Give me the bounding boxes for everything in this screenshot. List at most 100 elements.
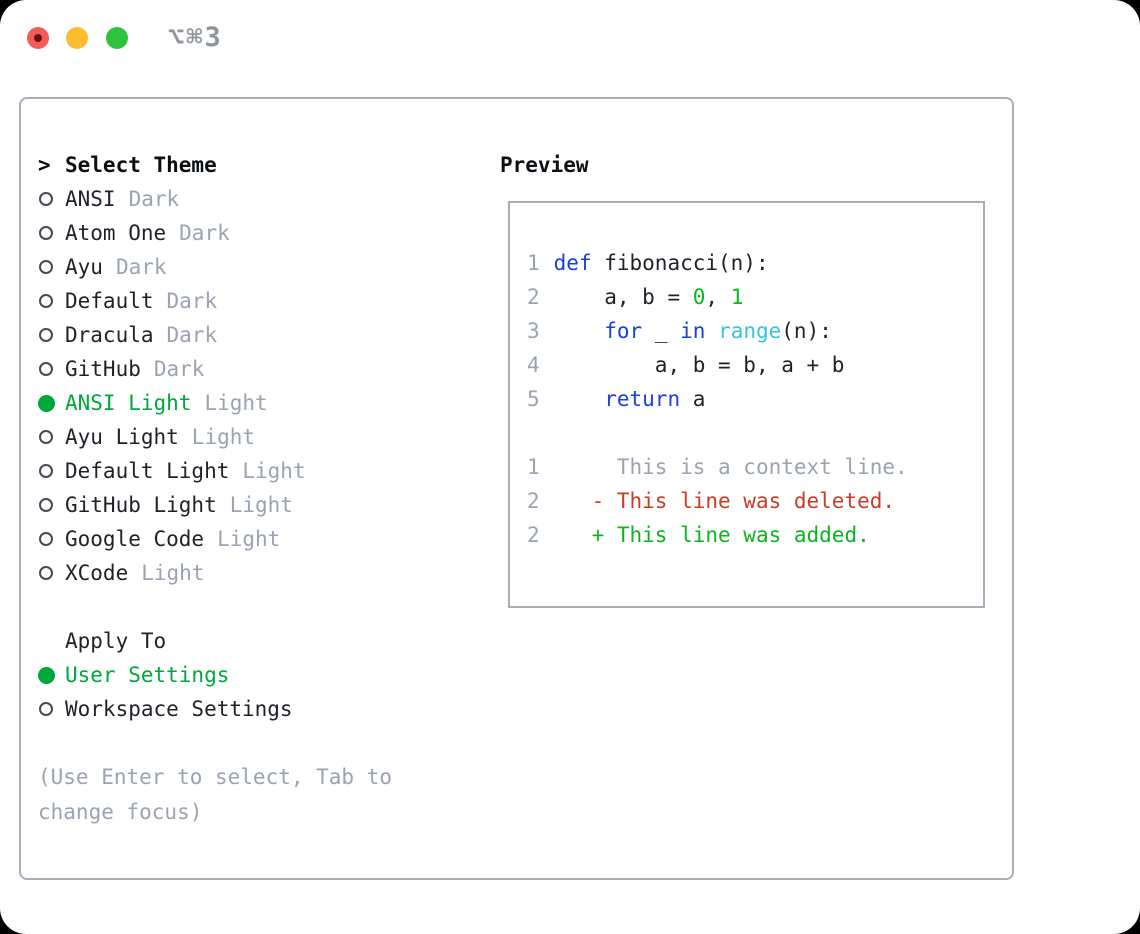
theme-option-label: Ayu Light bbox=[65, 425, 179, 449]
window-title-shortcut: ⌥⌘3 bbox=[168, 22, 223, 53]
radio-icon bbox=[39, 430, 53, 444]
code-token: 0 bbox=[692, 285, 706, 309]
theme-variant-label: Dark bbox=[166, 323, 218, 347]
code-line: 1 This is a context line. bbox=[527, 455, 983, 489]
select-theme-header-label: Select Theme bbox=[65, 153, 217, 177]
code-token: range bbox=[718, 319, 782, 343]
selected-radio-icon bbox=[38, 394, 55, 412]
code-token: + This line was added. bbox=[553, 523, 870, 547]
code-token: _ bbox=[642, 319, 681, 343]
code-line: 4 a, b = b, a + b bbox=[527, 353, 983, 387]
theme-option-label: GitHub bbox=[65, 357, 141, 381]
code-token: (n): bbox=[781, 319, 832, 343]
radio-icon bbox=[39, 566, 53, 580]
apply-option-label: Workspace Settings bbox=[65, 697, 293, 721]
line-number: 4 bbox=[527, 353, 540, 377]
spacer bbox=[38, 590, 488, 624]
code-token: , bbox=[705, 285, 731, 309]
theme-option-label: Default Light bbox=[65, 459, 230, 483]
code-token bbox=[554, 319, 605, 343]
focus-caret: > bbox=[38, 153, 51, 177]
preview-header-label: Preview bbox=[500, 153, 589, 177]
spacer bbox=[38, 726, 488, 760]
close-button[interactable] bbox=[27, 27, 49, 49]
code-line: 2 - This line was deleted. bbox=[527, 489, 983, 523]
code-token: a, b = bbox=[553, 285, 693, 309]
code-token: fibonacci(n): bbox=[591, 251, 769, 275]
code-line: 2 a, b = 0, 1 bbox=[527, 285, 983, 319]
theme-option-dracula[interactable]: Dracula Dark bbox=[38, 318, 488, 352]
code-token: for bbox=[604, 319, 643, 343]
radio-icon bbox=[39, 260, 53, 274]
radio-icon bbox=[39, 464, 53, 478]
theme-variant-label: Light bbox=[141, 561, 205, 585]
radio-icon bbox=[39, 498, 53, 512]
radio-icon bbox=[39, 192, 53, 206]
code-token bbox=[705, 319, 718, 343]
minimize-button[interactable] bbox=[66, 27, 88, 49]
theme-option-atom-one[interactable]: Atom One Dark bbox=[38, 216, 488, 250]
code-token bbox=[554, 387, 605, 411]
code-token: - This line was deleted. bbox=[553, 489, 896, 513]
line-number: 2 bbox=[527, 489, 540, 513]
code-token: This is a context line. bbox=[553, 455, 908, 479]
theme-option-label: Atom One bbox=[65, 221, 167, 245]
theme-option-xcode[interactable]: XCode Light bbox=[38, 556, 488, 590]
theme-variant-label: Dark bbox=[128, 187, 180, 211]
preview-header: Preview bbox=[500, 148, 800, 182]
theme-option-label: XCode bbox=[65, 561, 129, 585]
line-number: 2 bbox=[527, 523, 540, 547]
theme-option-label: ANSI bbox=[65, 187, 116, 211]
line-number: 5 bbox=[527, 387, 540, 411]
selected-radio-icon bbox=[38, 666, 55, 684]
theme-variant-label: Dark bbox=[166, 289, 218, 313]
code-token: 1 bbox=[730, 285, 744, 309]
theme-variant-label: Dark bbox=[179, 221, 230, 245]
code-line: 3 for _ in range(n): bbox=[527, 319, 983, 353]
theme-option-label: ANSI Light bbox=[65, 391, 192, 415]
code-token: return bbox=[604, 387, 681, 411]
line-number: 1 bbox=[527, 251, 540, 275]
hint-line: change focus) bbox=[38, 800, 203, 824]
theme-option-default-light[interactable]: Default Light Light bbox=[38, 454, 488, 488]
theme-variant-label: Light bbox=[217, 527, 281, 551]
theme-variant-label: Light bbox=[242, 459, 306, 483]
radio-icon bbox=[39, 226, 53, 240]
theme-option-label: Google Code bbox=[65, 527, 205, 551]
theme-option-label: Dracula bbox=[65, 323, 154, 347]
code-token: in bbox=[680, 319, 706, 343]
code-line: 1 def fibonacci(n): bbox=[527, 251, 983, 285]
code-line: 5 return a bbox=[527, 387, 983, 421]
close-button-focus-dot bbox=[34, 34, 42, 42]
line-number: 1 bbox=[527, 455, 540, 479]
radio-icon bbox=[39, 294, 53, 308]
code-token: a bbox=[680, 387, 706, 411]
radio-icon bbox=[39, 532, 53, 546]
apply-option-user-settings[interactable]: User Settings bbox=[38, 658, 488, 692]
apply-to-header: Apply To bbox=[38, 624, 488, 658]
theme-option-google-code[interactable]: Google Code Light bbox=[38, 522, 488, 556]
maximize-button[interactable] bbox=[106, 27, 128, 49]
code-token: a, b = b, a + b bbox=[553, 353, 845, 377]
apply-option-workspace-settings[interactable]: Workspace Settings bbox=[38, 692, 488, 726]
theme-option-label: GitHub Light bbox=[65, 493, 217, 517]
code-token: def bbox=[553, 251, 592, 275]
theme-option-label: Ayu bbox=[65, 255, 103, 279]
select-theme-header: > Select Theme bbox=[38, 148, 488, 182]
apply-to-header-label: Apply To bbox=[65, 629, 167, 653]
apply-option-label: User Settings bbox=[65, 663, 230, 687]
line-number: 2 bbox=[527, 285, 540, 309]
theme-option-ansi[interactable]: ANSI Dark bbox=[38, 182, 488, 216]
titlebar: ⌥⌘3 bbox=[0, 0, 1140, 76]
